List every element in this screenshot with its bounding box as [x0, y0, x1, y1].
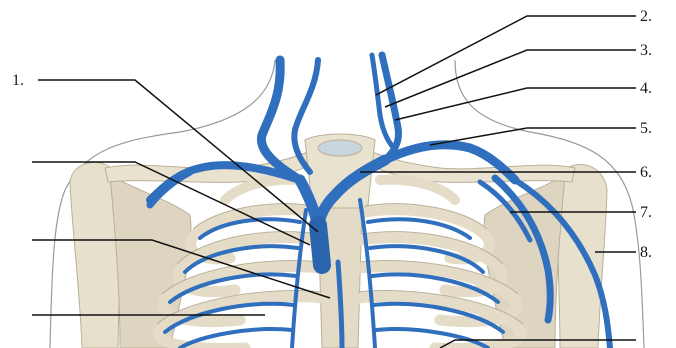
vein-superior-vena-cava — [318, 225, 322, 265]
label-5: 5. — [640, 121, 652, 137]
label-7: 7. — [640, 205, 652, 221]
label-1: 1. — [12, 73, 24, 89]
right-humerus — [558, 164, 607, 348]
label-4: 4. — [640, 81, 652, 97]
jugular-notch — [318, 140, 362, 156]
skeleton — [70, 134, 607, 348]
leader-2 — [376, 16, 636, 95]
label-2: 2. — [640, 9, 652, 25]
leader-4 — [395, 88, 636, 120]
label-6: 6. — [640, 165, 652, 181]
label-8: 8. — [640, 245, 652, 261]
vein-internal-thoracic-left — [292, 210, 306, 348]
leader-3 — [385, 50, 636, 107]
label-3: 3. — [640, 43, 652, 59]
